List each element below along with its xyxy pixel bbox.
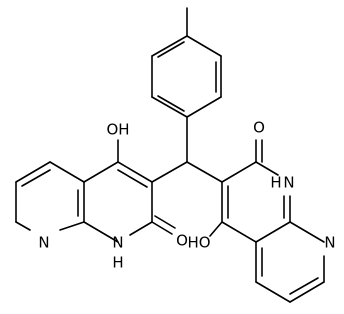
right-amide-nitrogen-label: N <box>283 174 294 192</box>
right-hydroxyl-label: HO <box>187 234 210 252</box>
right-naphthyridinone <box>209 139 325 303</box>
tolyl-ring <box>151 7 222 118</box>
right-carbonyl-oxygen-label: O <box>253 119 265 137</box>
left-naphthyridinone <box>15 139 176 243</box>
left-hydroxyl-label: OH <box>106 121 129 139</box>
methine-bonds <box>151 116 223 183</box>
left-pyridine-nitrogen-label: N <box>38 234 49 252</box>
left-carbonyl-oxygen-label: O <box>176 232 188 250</box>
left-amide-hydrogen-label: H <box>112 254 123 272</box>
left-amide-nitrogen-label: N <box>112 234 123 252</box>
right-pyridine-nitrogen-label: N <box>324 234 335 252</box>
right-amide-hydrogen-label: H <box>270 174 281 192</box>
